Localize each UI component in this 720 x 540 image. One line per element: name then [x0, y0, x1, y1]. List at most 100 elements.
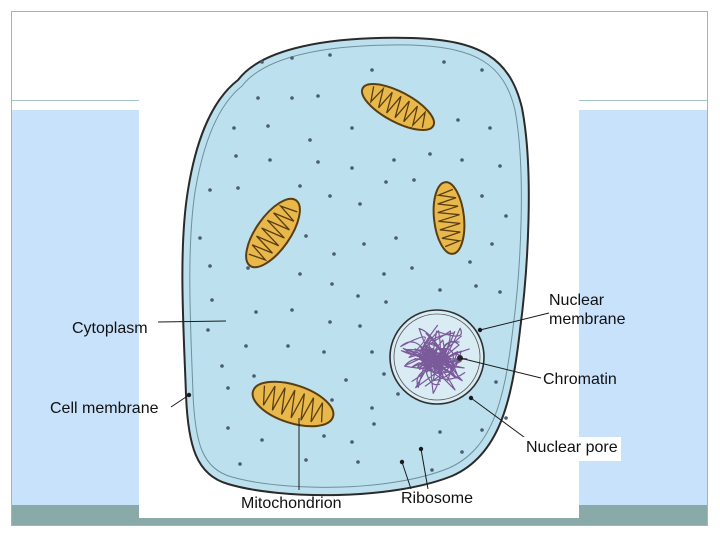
- ribosome-dot: [362, 242, 366, 246]
- ribosome-dot: [252, 374, 256, 378]
- ribosome-dot: [208, 188, 212, 192]
- ribosome-dot: [370, 350, 374, 354]
- ribosome-dot: [328, 194, 332, 198]
- ribosome-dot: [210, 298, 214, 302]
- label-cell-membrane: Cell membrane: [50, 400, 159, 417]
- ribosome-dot: [322, 434, 326, 438]
- ribosome-dot: [410, 266, 414, 270]
- ribosome-dot: [206, 328, 210, 332]
- cell-membrane-inner-line: [189, 44, 522, 488]
- ribosome-dot: [488, 126, 492, 130]
- ribosome-dot: [430, 468, 434, 472]
- ribosome-dot: [438, 430, 442, 434]
- leader-nuclear-membrane: [479, 312, 550, 331]
- ribosome-dot: [394, 236, 398, 240]
- ribosome-dot: [412, 178, 416, 182]
- ribosome-dot: [308, 138, 312, 142]
- ribosome-dot: [460, 158, 464, 162]
- ribosome-dot: [316, 94, 320, 98]
- ribosome-dot: [504, 214, 508, 218]
- label-ribosome: Ribosome: [401, 490, 474, 507]
- ribosome-dot: [370, 68, 374, 72]
- ribosome-dot: [480, 194, 484, 198]
- ribosome-dot: [460, 450, 464, 454]
- leader-ribosome-2: [420, 448, 429, 490]
- ribosome-dot: [266, 124, 270, 128]
- leader-cell-membrane: [170, 394, 190, 408]
- ribosome-dot: [198, 236, 202, 240]
- ribosome-dot: [298, 272, 302, 276]
- label-nuclear-membrane-line2: membrane: [549, 311, 626, 328]
- ribosome-dot: [220, 364, 224, 368]
- ribosome-dot: [490, 242, 494, 246]
- ribosome-dot: [384, 300, 388, 304]
- ribosome-dot: [290, 96, 294, 100]
- ribosome-dot: [304, 234, 308, 238]
- ribosome-dot: [382, 372, 386, 376]
- ribosome-dot: [328, 53, 332, 57]
- ribosome-dot: [316, 160, 320, 164]
- ribosome-dot: [232, 126, 236, 130]
- ribosome-dot: [350, 166, 354, 170]
- ribosome-dot: [384, 180, 388, 184]
- ribosome-dot: [332, 252, 336, 256]
- ribosome-dot: [350, 126, 354, 130]
- ribosome-dot: [238, 462, 242, 466]
- ribosome-dot: [234, 154, 238, 158]
- ribosome-dot: [236, 186, 240, 190]
- ribosome-dot: [428, 152, 432, 156]
- ribosome-dot: [480, 68, 484, 72]
- ribosome-dot: [358, 324, 362, 328]
- label-chromatin: Chromatin: [543, 371, 617, 388]
- ribosome-dot: [290, 308, 294, 312]
- ribosome-dot: [330, 282, 334, 286]
- ribosome-dot: [498, 290, 502, 294]
- ribosome-dot: [286, 344, 290, 348]
- label-mitochondrion: Mitochondrion: [241, 495, 342, 512]
- label-nuclear-membrane-line1: Nuclear: [549, 292, 605, 309]
- label-nuclear-pore: Nuclear pore: [523, 437, 621, 461]
- mitochondrion-top: [360, 83, 436, 131]
- ribosome-dot: [382, 272, 386, 276]
- label-cytoplasm: Cytoplasm: [72, 320, 148, 337]
- nucleus: [389, 309, 485, 405]
- label-nuclear-membrane: Nuclear membrane: [549, 291, 625, 329]
- ribosome-dot: [438, 288, 442, 292]
- ribosome-dot: [350, 440, 354, 444]
- leader-cytoplasm: [157, 320, 227, 323]
- ribosome-dot: [498, 164, 502, 168]
- ribosome-dot: [260, 60, 264, 64]
- ribosome-dot: [358, 202, 362, 206]
- ribosome-dot: [474, 284, 478, 288]
- mitochondrion-bottom: [251, 380, 335, 428]
- leader-ribosome-1: [401, 461, 412, 490]
- ribosome-dot: [480, 428, 484, 432]
- leader-nuclear-pore: [470, 397, 529, 441]
- ribosome-dot: [356, 460, 360, 464]
- ribosome-dot: [208, 264, 212, 268]
- ribosome-dot: [468, 260, 472, 264]
- ribosome-dot: [268, 158, 272, 162]
- ribosome-dot: [370, 406, 374, 410]
- ribosome-dot: [442, 60, 446, 64]
- mitochondrion-right: [432, 181, 466, 255]
- ribosome-dot: [328, 320, 332, 324]
- chromatin-strands: [400, 324, 470, 394]
- ribosome-dot: [392, 158, 396, 162]
- ribosome-dot: [244, 344, 248, 348]
- ribosome-dot: [456, 118, 460, 122]
- ribosome-dot: [504, 416, 508, 420]
- ribosome-dots: [198, 53, 508, 472]
- ribosome-dot: [344, 378, 348, 382]
- ribosome-dot: [256, 96, 260, 100]
- ribosome-dot: [330, 398, 334, 402]
- ribosome-dot: [226, 386, 230, 390]
- ribosome-dot: [246, 266, 250, 270]
- mitochondrion-left: [245, 197, 301, 269]
- ribosome-dot: [298, 184, 302, 188]
- ribosome-dot: [260, 438, 264, 442]
- ribosome-dot: [372, 422, 376, 426]
- ribosome-dot: [322, 350, 326, 354]
- ribosome-dot: [290, 56, 294, 60]
